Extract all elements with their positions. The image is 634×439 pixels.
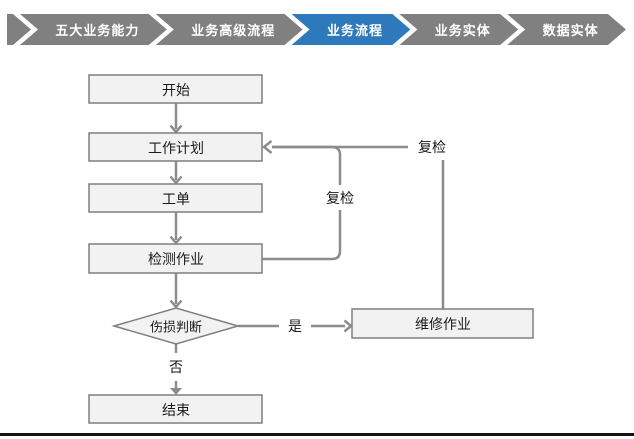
node-work-order [88, 183, 263, 213]
node-end [88, 394, 263, 424]
node-decision-label: 伤损判断 [150, 320, 202, 335]
edge-label-no: 否 [169, 359, 183, 375]
arrowhead-icon [261, 140, 273, 154]
node-repair [351, 308, 534, 339]
node-work-plan [88, 132, 263, 162]
node-order-label: 工单 [162, 191, 190, 207]
edge-repair-recheck-to-plan [272, 145, 445, 309]
arrowhead-icon [170, 388, 182, 395]
node-repair-label: 维修作业 [415, 316, 471, 332]
node-plan-label: 工作计划 [148, 140, 204, 156]
flowchart: 开始 工作计划 工单 检测作业 伤损判断 维修作业 结束 复检 复检 是 否 [88, 74, 534, 424]
arrowhead-icon [343, 319, 353, 333]
breadcrumb-item-label: 业务高级流程 [191, 23, 276, 38]
node-start [88, 74, 263, 104]
breadcrumb-item-advanced-process[interactable]: 业务高级流程 [156, 14, 303, 45]
breadcrumb-item-business-entity[interactable]: 业务实体 [399, 14, 518, 45]
edge-label-recheck-outer: 复检 [418, 139, 446, 155]
arrowhead-icon [169, 299, 183, 309]
slide-bottom-border [0, 433, 634, 436]
node-damage-decision [111, 307, 241, 345]
edge-label-yes: 是 [288, 318, 302, 334]
label-bg [408, 134, 457, 160]
node-end-label: 结束 [162, 402, 190, 418]
breadcrumb-item-label: 业务流程 [326, 23, 383, 38]
label-bg [279, 312, 311, 339]
breadcrumb: 五大业务能力 业务高级流程 业务流程 业务实体 数据实体 [7, 14, 626, 45]
node-start-label: 开始 [162, 82, 190, 98]
breadcrumb-item-label: 五大业务能力 [55, 23, 140, 38]
breadcrumb-item-five-capabilities[interactable]: 五大业务能力 [20, 14, 167, 45]
node-inspect-label: 检测作业 [148, 251, 204, 267]
arrowhead-icon [169, 124, 183, 134]
label-bg [316, 185, 364, 210]
label-bg [160, 353, 192, 381]
node-inspection [88, 243, 263, 274]
breadcrumb-item-business-process[interactable]: 业务流程 [292, 14, 411, 45]
breadcrumb-item-label: 业务实体 [434, 23, 491, 38]
breadcrumb-item-data-entity[interactable]: 数据实体 [507, 14, 626, 45]
arrowhead-icon [169, 235, 183, 245]
edge-label-recheck-inner: 复检 [326, 190, 354, 206]
breadcrumb-item-label: 数据实体 [542, 23, 599, 38]
arrowhead-icon [169, 175, 183, 185]
